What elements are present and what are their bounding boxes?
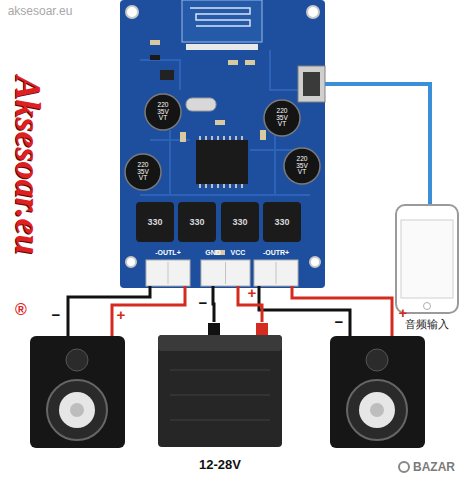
terminal-divider <box>168 262 276 284</box>
label: 220 35V VT <box>154 102 172 122</box>
label: Aksesoar.eu <box>10 75 46 254</box>
label: + <box>248 285 257 300</box>
capacitor <box>125 154 161 190</box>
phone-label: 音频输入 <box>405 318 449 331</box>
speaker-wire <box>292 286 392 336</box>
inductor <box>178 202 216 242</box>
mounting-hole <box>307 6 319 18</box>
crystal <box>186 98 216 111</box>
smd-part <box>215 120 225 125</box>
capacitor <box>264 100 300 136</box>
battery-body <box>158 335 282 447</box>
bluetooth-module <box>182 0 262 42</box>
amplifier-chip <box>196 140 248 184</box>
logo-icon <box>399 462 409 472</box>
audio-jack-body <box>303 72 320 96</box>
inductor <box>263 202 301 242</box>
pcb-board <box>120 0 325 288</box>
mounting-hole <box>126 6 138 18</box>
speaker-tweeter <box>66 349 88 371</box>
chip-pins <box>200 136 242 188</box>
terminal-label: -OUTL+ <box>155 249 180 257</box>
speaker-cap <box>70 403 84 417</box>
capacitor <box>145 94 181 130</box>
speaker <box>330 336 425 448</box>
terminal-label: GND <box>205 249 221 257</box>
label: − <box>335 314 344 329</box>
speaker <box>30 336 125 448</box>
speaker-tweeter <box>366 349 388 371</box>
label: + <box>399 305 408 320</box>
speaker-wire <box>259 286 350 336</box>
speaker-wire <box>112 286 185 336</box>
capacitor <box>284 148 320 184</box>
label: 330 <box>147 218 162 227</box>
terminal-label: -OUTR+ <box>263 249 289 257</box>
label: 330 <box>232 218 247 227</box>
smd-part <box>228 60 238 65</box>
label: 220 35V VT <box>134 162 152 182</box>
label: − <box>52 307 61 322</box>
inductor <box>221 202 259 242</box>
header-strip <box>186 44 258 50</box>
label: 330 <box>274 218 289 227</box>
terminal: -OUTL+ <box>146 248 190 286</box>
battery-label: 12-28V <box>199 458 241 473</box>
label: aksesoar.eu <box>8 5 73 17</box>
label: BAZAR <box>413 461 455 473</box>
speaker-cone <box>59 392 95 428</box>
battery: 12-28V <box>152 322 288 477</box>
mounting-hole <box>126 257 136 267</box>
battery-post <box>256 323 268 337</box>
terminal: GND <box>201 248 225 286</box>
phone-button <box>424 303 431 310</box>
speaker-woofer <box>347 380 407 440</box>
battery-post <box>208 323 220 337</box>
smd-part <box>260 130 266 140</box>
battery-lid <box>158 335 282 351</box>
smd-part <box>160 70 174 80</box>
battery-rib <box>170 370 270 420</box>
speaker-woofer <box>47 380 107 440</box>
phone <box>396 205 458 313</box>
power-wire <box>213 286 214 322</box>
label: 220 35V VT <box>273 108 291 128</box>
label: 330 <box>189 218 204 227</box>
mounting-hole <box>310 257 320 267</box>
pcb-trace <box>140 50 310 195</box>
terminal-label: VCC <box>231 249 246 257</box>
smd-part <box>150 40 160 45</box>
speaker-wire <box>68 286 150 336</box>
speaker-cone <box>359 392 395 428</box>
audio-jack <box>298 66 325 102</box>
smd-part <box>245 60 255 65</box>
terminal: VCC <box>226 248 250 286</box>
smd-part <box>150 55 160 60</box>
label: 220 35V VT <box>293 156 311 176</box>
audio-cable <box>325 84 430 205</box>
inductor <box>136 202 174 242</box>
terminal: -OUTR+ <box>254 248 298 286</box>
label: ® <box>15 302 27 318</box>
smd-part <box>180 132 186 142</box>
phone-screen <box>401 220 453 298</box>
label: − <box>199 295 208 310</box>
speaker-cap <box>370 403 384 417</box>
antenna-trace <box>190 8 250 26</box>
label: + <box>117 307 126 322</box>
